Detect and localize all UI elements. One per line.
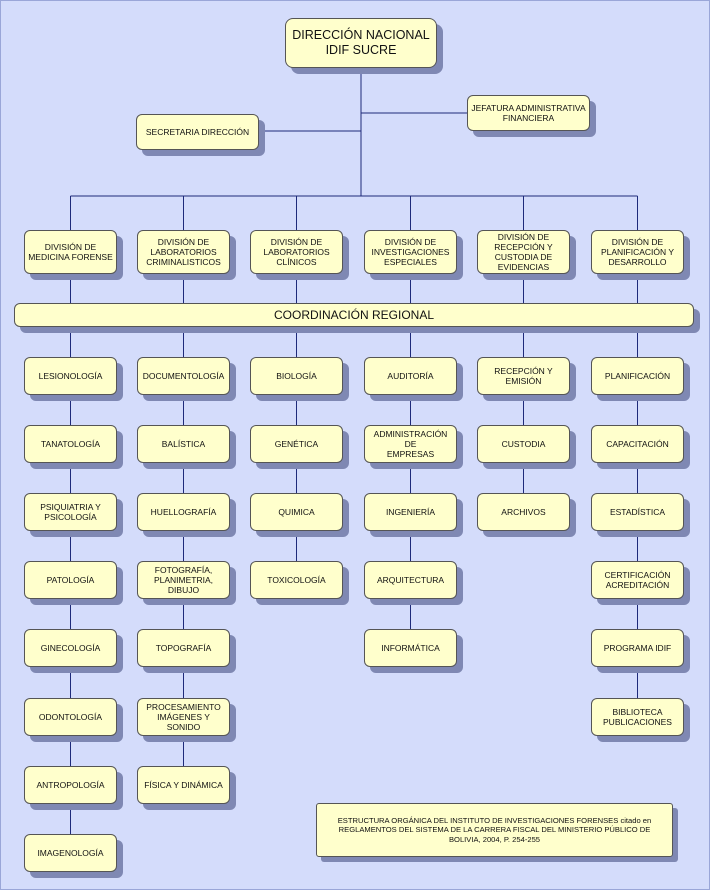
- jefatura-box: JEFATURA ADMINISTRATIVA FINANCIERA: [467, 95, 590, 131]
- division-box-1: DIVISIÓN DE MEDICINA FORENSE: [24, 230, 117, 274]
- unit-box: PROCESAMIENTO IMÁGENES Y SONIDO: [137, 698, 230, 736]
- unit-box: CERTIFICACIÓN ACREDITACIÓN: [591, 561, 684, 599]
- unit-box: TOPOGRAFÍA: [137, 629, 230, 667]
- unit-box: PLANIFICACIÓN: [591, 357, 684, 395]
- coordination-bar: COORDINACIÓN REGIONAL: [14, 303, 694, 327]
- unit-box: GINECOLOGÍA: [24, 629, 117, 667]
- unit-box: TANATOLOGÍA: [24, 425, 117, 463]
- unit-box: ANTROPOLOGÍA: [24, 766, 117, 804]
- division-box-6: DIVISIÓN DE PLANIFICACIÓN Y DESARROLLO: [591, 230, 684, 274]
- top-box-direccion-nacional: DIRECCIÓN NACIONAL IDIF SUCRE: [285, 18, 437, 68]
- unit-box: AUDITORÍA: [364, 357, 457, 395]
- unit-box: CAPACITACIÓN: [591, 425, 684, 463]
- unit-box: QUIMICA: [250, 493, 343, 531]
- top-box-line1: DIRECCIÓN NACIONAL: [292, 28, 430, 42]
- unit-box: ARQUITECTURA: [364, 561, 457, 599]
- unit-box: PSIQUIATRIA Y PSICOLOGÍA: [24, 493, 117, 531]
- division-box-2: DIVISIÓN DE LABORATORIOS CRIMINALISTICOS: [137, 230, 230, 274]
- unit-box: GENÉTICA: [250, 425, 343, 463]
- unit-box: CUSTODIA: [477, 425, 570, 463]
- unit-box: BALÍSTICA: [137, 425, 230, 463]
- source-note-box: ESTRUCTURA ORGÁNICA DEL INSTITUTO DE INV…: [316, 803, 673, 857]
- source-note-text: ESTRUCTURA ORGÁNICA DEL INSTITUTO DE INV…: [323, 816, 666, 845]
- note-cited: citado en: [620, 815, 652, 825]
- unit-box: BIOLOGÍA: [250, 357, 343, 395]
- unit-box: DOCUMENTOLOGÍA: [137, 357, 230, 395]
- division-box-3: DIVISIÓN DE LABORATORIOS CLÍNICOS: [250, 230, 343, 274]
- secretaria-box: SECRETARIA DIRECCIÓN: [136, 114, 259, 150]
- unit-box: INFORMÁTICA: [364, 629, 457, 667]
- unit-box: FÍSICA Y DINÁMICA: [137, 766, 230, 804]
- unit-box: PATOLOGÍA: [24, 561, 117, 599]
- unit-box: ESTADÍSTICA: [591, 493, 684, 531]
- unit-box: LESIONOLOGÍA: [24, 357, 117, 395]
- note-rest: REGLAMENTOS DEL SISTEMA DE LA CARRERA FI…: [338, 825, 651, 844]
- unit-box: BIBLIOTECA PUBLICACIONES: [591, 698, 684, 736]
- unit-box: TOXICOLOGÍA: [250, 561, 343, 599]
- note-main: ESTRUCTURA ORGÁNICA DEL INSTITUTO DE INV…: [337, 815, 619, 825]
- unit-box: HUELLOGRAFÍA: [137, 493, 230, 531]
- unit-box: FOTOGRAFÍA, PLANIMETRIA, DIBUJO: [137, 561, 230, 599]
- unit-box: IMAGENOLOGÍA: [24, 834, 117, 872]
- top-box-line2: IDIF SUCRE: [325, 43, 397, 57]
- division-box-4: DIVISIÓN DE INVESTIGACIONES ESPECIALES: [364, 230, 457, 274]
- unit-box: ARCHIVOS: [477, 493, 570, 531]
- unit-box: PROGRAMA IDIF: [591, 629, 684, 667]
- unit-box: ODONTOLOGÍA: [24, 698, 117, 736]
- division-box-5: DIVISIÓN DE RECEPCIÓN Y CUSTODIA DE EVID…: [477, 230, 570, 274]
- unit-box: ADMINISTRACIÓN DE EMPRESAS: [364, 425, 457, 463]
- unit-box: INGENIERÍA: [364, 493, 457, 531]
- unit-box: RECEPCIÓN Y EMISIÓN: [477, 357, 570, 395]
